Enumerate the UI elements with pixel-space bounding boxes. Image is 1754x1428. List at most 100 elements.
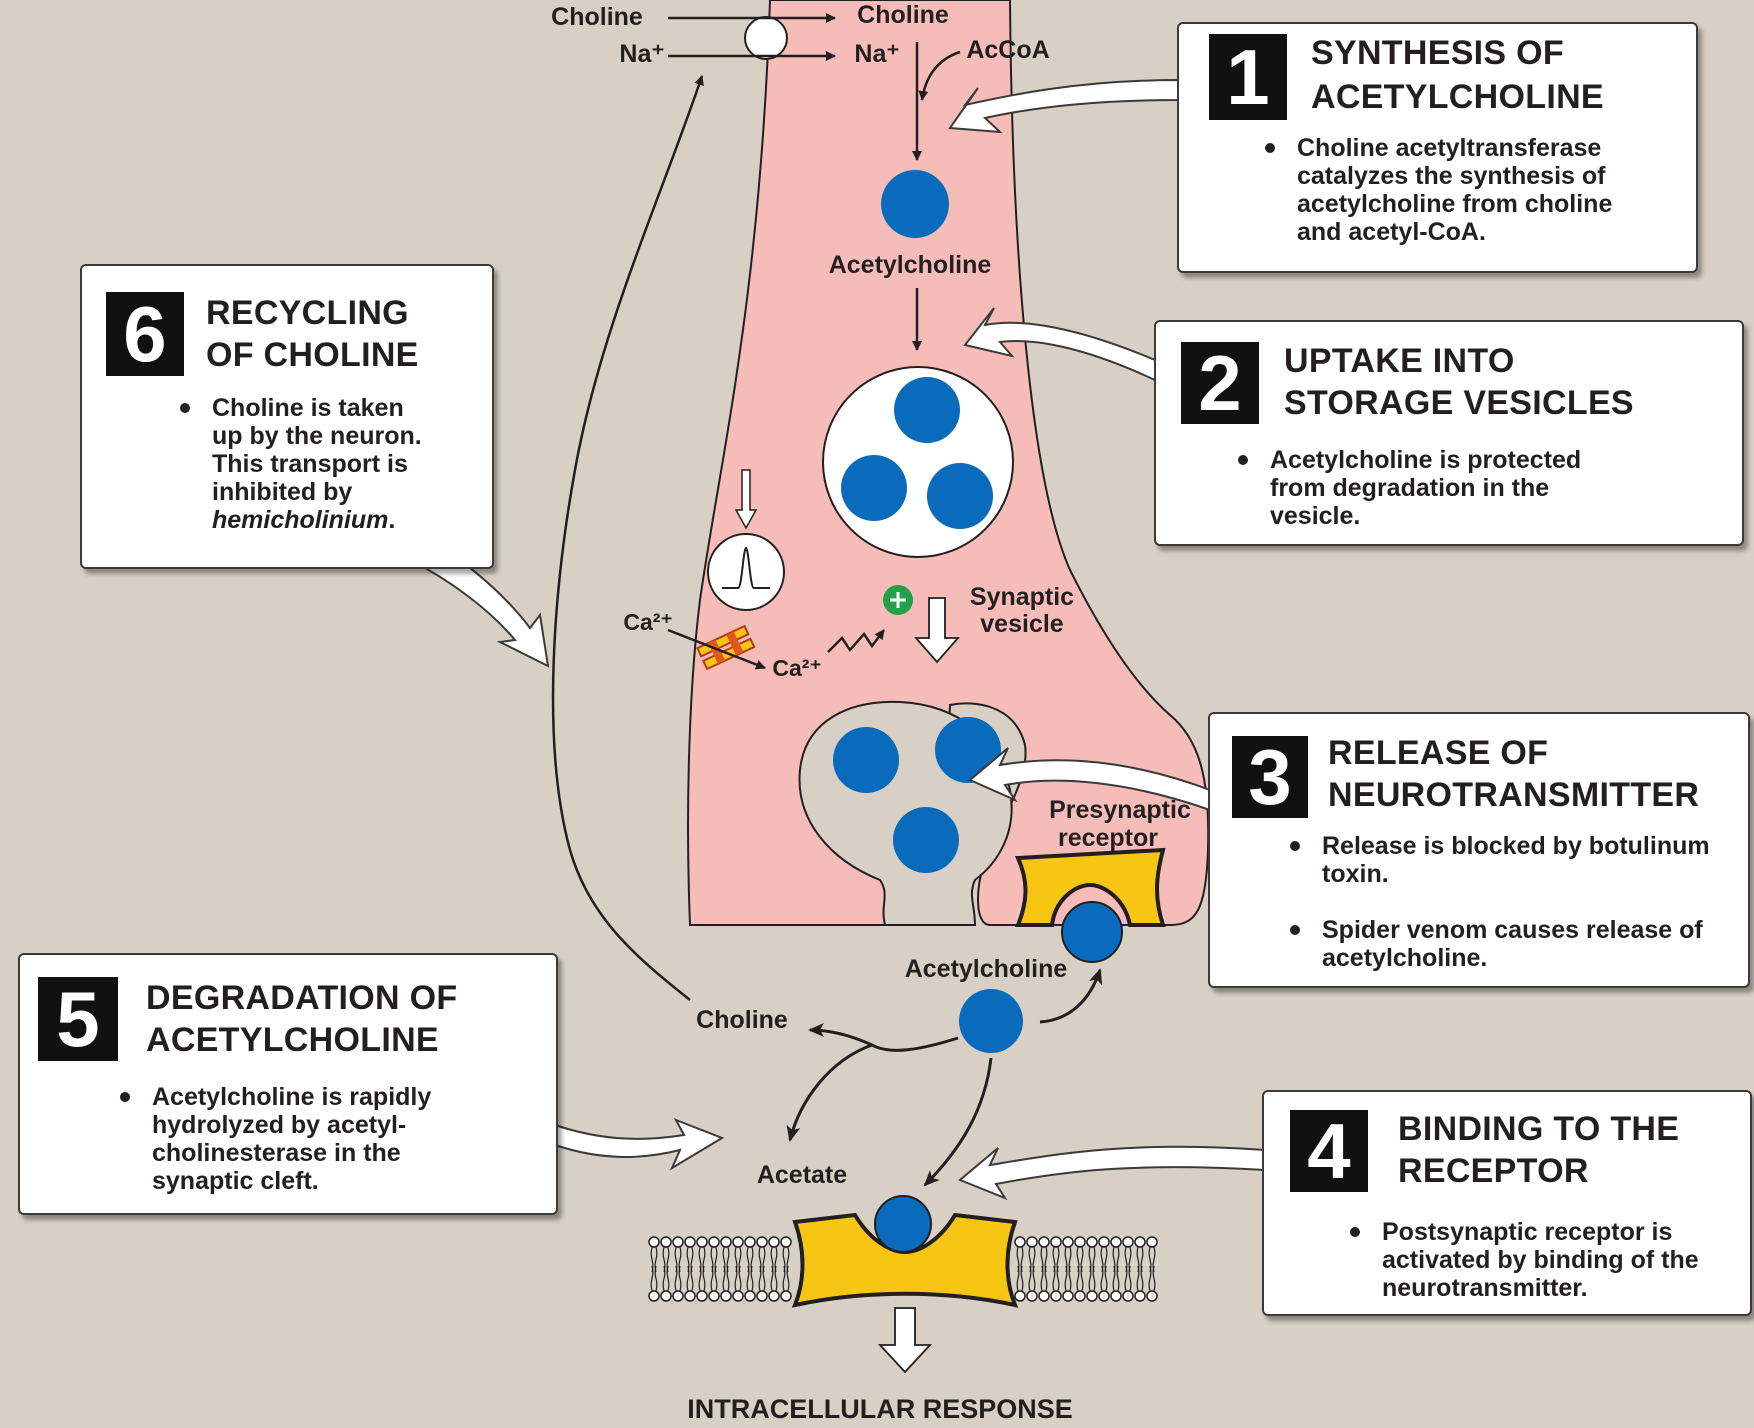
lipid-head [697, 1237, 707, 1247]
choline-inside-label: Choline [857, 1, 949, 29]
step-title-line1: RELEASE OF [1328, 732, 1548, 774]
step-bullets: Acetylcholine is rapidly hydrolyzed by a… [112, 1083, 452, 1195]
lipid-head [1039, 1237, 1049, 1247]
vesicle-label: vesicle [980, 610, 1064, 638]
acetate-label: Acetate [757, 1161, 847, 1189]
bullet-text: Acetylcholine is rapidly hydrolyzed by a… [112, 1083, 452, 1195]
action-potential-icon [708, 534, 784, 610]
callout-4-pointer [960, 1147, 1265, 1198]
lipid-head [1123, 1237, 1133, 1247]
choline-recycling-arrow [553, 76, 702, 1000]
step-bullets: Choline acetyltransferase catalyzes the … [1257, 134, 1657, 246]
lipid-head [1075, 1291, 1085, 1301]
step-title-line2: STORAGE VESICLES [1284, 382, 1634, 424]
callout-degradation: 5 DEGRADATION OF ACETYLCHOLINE Acetylcho… [18, 953, 558, 1215]
ach-on-presynaptic-receptor [1062, 902, 1122, 962]
lipid-head [1135, 1291, 1145, 1301]
intracellular-response-arrow [880, 1308, 930, 1372]
lipid-head [685, 1291, 695, 1301]
step-number-badge: 2 [1181, 342, 1259, 424]
drug-name: hemicholinium [212, 506, 388, 534]
vesicle-ach-molecule [841, 455, 907, 521]
bullet-text: Release is blocked by botulinum toxin. [1282, 832, 1722, 888]
step-bullets: Postsynaptic receptor is activated by bi… [1342, 1218, 1722, 1302]
step-number-badge: 1 [1209, 34, 1287, 120]
lipid-head [757, 1291, 767, 1301]
callout-synthesis: 1 SYNTHESIS OF ACETYLCHOLINE Choline ace… [1177, 22, 1698, 273]
lipid-head [1015, 1237, 1025, 1247]
bullet-text: Choline is taken up by the neuron. This … [172, 394, 432, 534]
lipid-head [769, 1237, 779, 1247]
lipid-head [673, 1237, 683, 1247]
step-number-badge: 4 [1290, 1110, 1368, 1192]
synthesized-ach-molecule [881, 170, 949, 238]
lipid-head [1111, 1237, 1121, 1247]
lipid-head [1135, 1237, 1145, 1247]
synaptic-label: Synaptic [970, 583, 1074, 611]
lipid-head [709, 1237, 719, 1247]
step-bullets: Acetylcholine is protected from degradat… [1230, 446, 1630, 530]
bullet-text: Spider venom causes release of acetylcho… [1282, 916, 1722, 972]
lipid-head [781, 1291, 791, 1301]
step-title-line2: NEUROTRANSMITTER [1328, 774, 1699, 816]
lipid-head [733, 1237, 743, 1247]
callout-recycling: 6 RECYCLING OF CHOLINE Choline is taken … [80, 264, 494, 569]
step-bullets: Choline is taken up by the neuron. This … [172, 394, 432, 534]
lipid-head [1123, 1291, 1133, 1301]
lipid-head [769, 1291, 779, 1301]
lipid-head [685, 1237, 695, 1247]
lipid-head [1063, 1237, 1073, 1247]
choline-outside-label: Choline [551, 3, 643, 31]
step-title-line1: RECYCLING [206, 292, 409, 334]
bullet-text: Choline acetyltransferase catalyzes the … [1257, 134, 1657, 246]
bullet-text-main: Choline is taken up by the neuron. This … [212, 394, 422, 506]
lipid-head [1099, 1291, 1109, 1301]
callout-5-pointer [555, 1120, 722, 1168]
lipid-head [745, 1237, 755, 1247]
lipid-head [697, 1291, 707, 1301]
step-number-badge: 3 [1232, 736, 1308, 818]
lipid-head [745, 1291, 755, 1301]
callout-binding: 4 BINDING TO THE RECEPTOR Postsynaptic r… [1262, 1090, 1752, 1316]
step-title-line2: ACETYLCHOLINE [146, 1019, 439, 1061]
lipid-head [1015, 1291, 1025, 1301]
step-title-line2: OF CHOLINE [206, 334, 419, 376]
lipid-head [733, 1291, 743, 1301]
step-title-line1: BINDING TO THE [1398, 1108, 1679, 1150]
lipid-head [661, 1291, 671, 1301]
hydrolysis-to-acetate-arrow [790, 1045, 872, 1140]
receptor-label: receptor [1058, 824, 1158, 852]
lipid-head [1039, 1291, 1049, 1301]
lipid-head [1111, 1291, 1121, 1301]
bullet-text-end: . [388, 506, 395, 534]
acetylcholine-synthesis-label: Acetylcholine [829, 251, 992, 279]
lipid-head [781, 1237, 791, 1247]
bullet-text: Postsynaptic receptor is activated by bi… [1342, 1218, 1722, 1302]
accoa-label: AcCoA [966, 36, 1049, 64]
sodium-inside-label: Na⁺ [854, 40, 899, 68]
step-title-line1: DEGRADATION OF [146, 977, 457, 1019]
lipid-head [1051, 1237, 1061, 1247]
lipid-head [1087, 1291, 1097, 1301]
step-title-line2: RECEPTOR [1398, 1150, 1589, 1192]
calcium-inside-label: Ca²⁺ [772, 655, 821, 681]
step-title-line2: ACETYLCHOLINE [1311, 76, 1604, 118]
lipid-head [1147, 1237, 1157, 1247]
step-bullets: Release is blocked by botulinum toxin. S… [1282, 832, 1722, 972]
choline-transporter [745, 17, 787, 59]
bullet-text: Acetylcholine is protected from degradat… [1230, 446, 1630, 530]
vesicle-ach-molecule [894, 377, 960, 443]
step-title-line1: UPTAKE INTO [1284, 340, 1515, 382]
released-ach-molecule [833, 727, 899, 793]
lipid-head [757, 1237, 767, 1247]
callout-release: 3 RELEASE OF NEUROTRANSMITTER Release is… [1208, 712, 1750, 988]
presynaptic-label: Presynaptic [1049, 796, 1191, 824]
lipid-head [721, 1291, 731, 1301]
acetylcholine-cleft-label: Acetylcholine [905, 955, 1068, 983]
lipid-head [649, 1291, 659, 1301]
step-title-line1: SYNTHESIS OF [1311, 32, 1564, 74]
vesicle-ach-molecule [927, 463, 993, 529]
lipid-head [1027, 1237, 1037, 1247]
released-ach-molecule [893, 807, 959, 873]
